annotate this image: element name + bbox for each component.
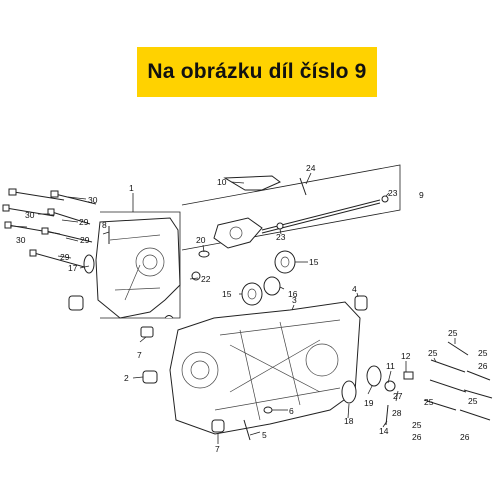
callout-30: 30 <box>25 210 35 220</box>
callout-26: 26 <box>478 361 488 371</box>
callout-15: 15 <box>222 289 232 299</box>
callout-25: 25 <box>412 420 422 430</box>
callout-27: 27 <box>393 391 403 401</box>
callout-20: 20 <box>196 235 206 245</box>
callout-30: 30 <box>16 235 26 245</box>
callout-23: 23 <box>276 232 286 242</box>
callout-18: 18 <box>344 416 354 426</box>
right-side-parts <box>341 295 493 426</box>
callout-labels: 1 30 30 30 29 29 29 8 17 10 24 23 9 20 2… <box>16 163 488 454</box>
callout-9: 9 <box>419 190 424 200</box>
banner-title: Na obrázku díl číslo 9 <box>147 60 367 83</box>
callout-28: 28 <box>392 408 402 418</box>
leader-lines <box>9 172 456 444</box>
callout-30: 30 <box>88 195 98 205</box>
left-cover-frame <box>83 211 181 319</box>
callout-25: 25 <box>468 396 478 406</box>
callout-17: 17 <box>68 263 78 273</box>
callout-25: 25 <box>424 397 434 407</box>
callout-23: 23 <box>388 188 398 198</box>
small-parts-left <box>68 226 201 338</box>
callout-2: 2 <box>124 373 129 383</box>
callout-25: 25 <box>428 348 438 358</box>
callout-7: 7 <box>215 444 220 454</box>
callout-24: 24 <box>306 163 316 173</box>
part-9-assembly <box>181 164 401 258</box>
main-crankcase <box>169 301 361 435</box>
callout-5: 5 <box>262 430 267 440</box>
callout-29: 29 <box>80 235 90 245</box>
callout-16: 16 <box>288 289 298 299</box>
callout-10: 10 <box>217 177 227 187</box>
callout-26: 26 <box>460 432 470 442</box>
callout-8: 8 <box>102 220 107 230</box>
callout-29: 29 <box>79 217 89 227</box>
title-banner: Na obrázku díl číslo 9 <box>137 47 377 97</box>
callout-3: 3 <box>292 295 297 305</box>
callout-6: 6 <box>289 406 294 416</box>
callout-4: 4 <box>352 284 357 294</box>
callout-11: 11 <box>386 361 395 371</box>
callout-25: 25 <box>478 348 488 358</box>
callout-26: 26 <box>412 432 422 442</box>
callout-19: 19 <box>364 398 374 408</box>
bearings <box>241 250 296 306</box>
callout-15: 15 <box>309 257 319 267</box>
callout-14: 14 <box>379 426 389 436</box>
callout-1: 1 <box>129 183 134 193</box>
callout-12: 12 <box>401 351 411 361</box>
callout-25: 25 <box>448 328 458 338</box>
callout-29: 29 <box>60 252 70 262</box>
bolt-group-left <box>2 188 97 269</box>
callout-7: 7 <box>137 350 142 360</box>
callout-22: 22 <box>201 274 211 284</box>
